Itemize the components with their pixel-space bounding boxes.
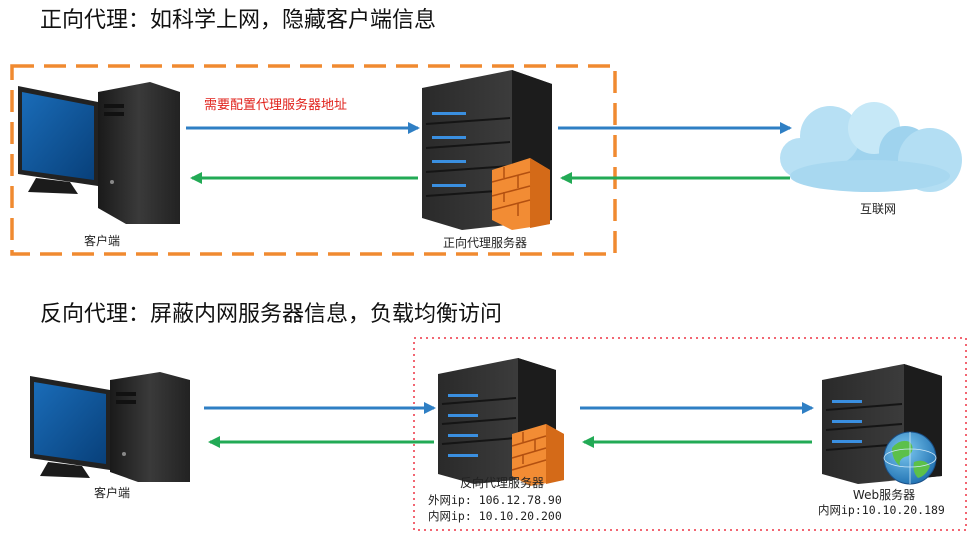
reverse-firewall-icon — [511, 424, 564, 486]
proxy-private-ip: 内网ip: 10.10.20.200 — [428, 509, 562, 523]
internet-label: 互联网 — [859, 202, 897, 216]
proxy-config-note: 需要配置代理服务器地址 — [204, 98, 348, 113]
forward-proxy-heading: 正向代理：如科学上网，隐藏客户端信息 — [40, 8, 437, 33]
internet-cloud-icon — [780, 102, 962, 192]
client-computer-icon — [30, 372, 190, 482]
forward-proxy-boundary — [10, 64, 617, 256]
reverse-proxy-server-label: 反向代理服务器 — [459, 476, 545, 490]
client-label: 客户端 — [93, 486, 131, 500]
client-computer-icon — [18, 82, 180, 224]
web-server-label: Web服务器 — [852, 488, 916, 502]
reverse-proxy-heading: 反向代理：屏蔽内网服务器信息，负载均衡访问 — [40, 302, 503, 327]
client-label: 客户端 — [83, 234, 121, 248]
forward-firewall-icon — [491, 158, 550, 230]
reverse-proxy-boundary — [413, 337, 967, 531]
proxy-public-ip: 外网ip: 106.12.78.90 — [428, 493, 562, 507]
web-server-private-ip: 内网ip:10.10.20.189 — [818, 503, 945, 517]
globe-icon — [883, 431, 937, 485]
forward-proxy-server-label: 正向代理服务器 — [442, 236, 528, 250]
